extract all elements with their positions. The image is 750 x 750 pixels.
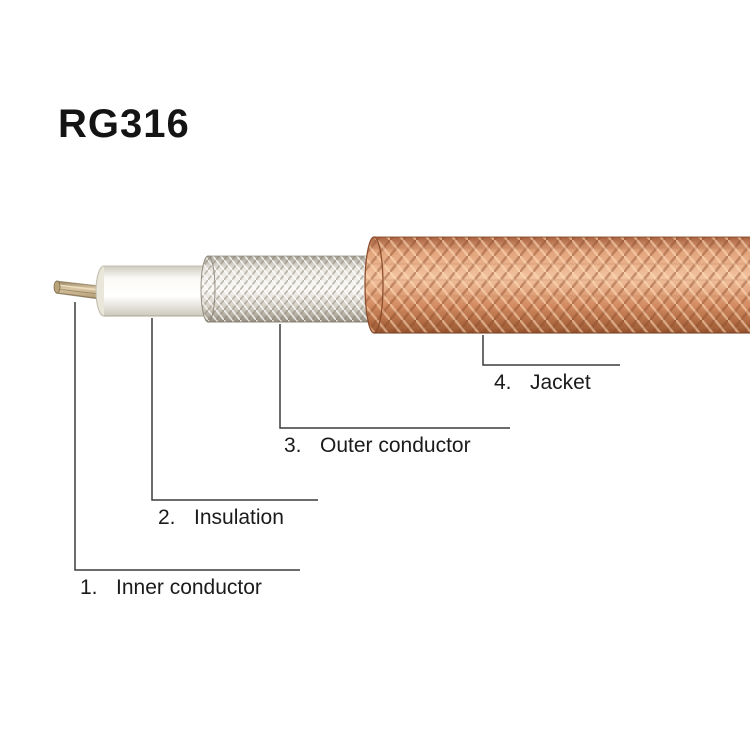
label-insulation-number: 2. <box>158 506 176 529</box>
leader-line-insulation <box>151 318 318 501</box>
label-outer-conductor: 3. Outer conductor <box>284 434 471 458</box>
label-jacket-text: Jacket <box>530 371 591 394</box>
cable-part-outer-conductor <box>200 255 380 323</box>
label-insulation-text: Insulation <box>194 506 284 529</box>
label-inner-conductor: 1. Inner conductor <box>80 576 262 600</box>
cable-part-insulation <box>95 265 216 317</box>
label-inner-conductor-text: Inner conductor <box>116 576 262 599</box>
product-title: RG316 <box>58 102 190 146</box>
label-insulation: 2. Insulation <box>158 506 284 530</box>
leader-line-inner-conductor <box>74 302 300 571</box>
leader-line-outer-conductor <box>279 324 510 429</box>
label-outer-conductor-text: Outer conductor <box>320 434 471 457</box>
leader-line-jacket <box>482 335 620 366</box>
label-jacket: 4. Jacket <box>494 371 591 395</box>
label-inner-conductor-number: 1. <box>80 576 98 599</box>
cable-part-jacket <box>364 236 750 334</box>
label-outer-conductor-number: 3. <box>284 434 302 457</box>
label-jacket-number: 4. <box>494 371 512 394</box>
